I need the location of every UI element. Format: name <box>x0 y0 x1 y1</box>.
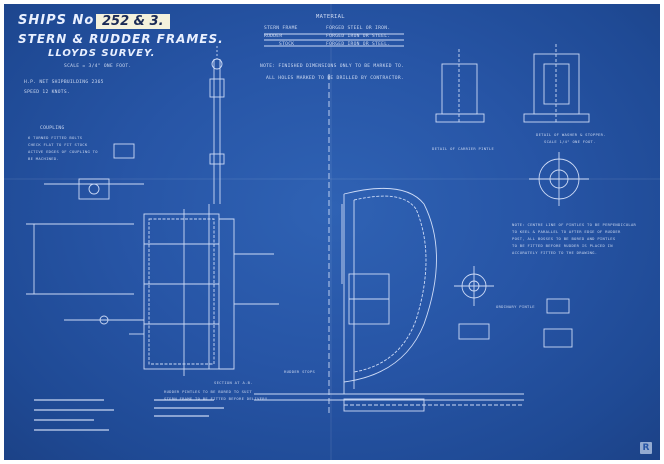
note-right-1: TO KEEL & PARALLEL TO AFTER EDGE OF RUDD… <box>512 229 621 234</box>
section-label: SECTION AT A.B. <box>214 380 253 385</box>
note-finished: NOTE: FINISHED DIMENSIONS ONLY TO BE MAR… <box>260 64 405 69</box>
survey-title: LLOYDS SURVEY. <box>48 48 156 59</box>
fold-line-vertical <box>330 4 332 460</box>
material-row-2-material: FORGED IRON OR STEEL. <box>326 42 391 47</box>
note-right-4: ACCURATELY FITTED TO THE DRAWING. <box>512 250 598 255</box>
fold-line-horizontal <box>4 178 660 180</box>
material-row-1-item: RUDDER <box>264 34 283 39</box>
material-row-0-material: FORGED STEEL OR IRON. <box>326 26 391 31</box>
note-right-3: TO BE FITTED BEFORE RUDDER IS PLACED IN <box>512 243 613 248</box>
watermark-logo-icon: R <box>640 442 652 454</box>
bottom-note-2: STERN FRAME TO BE FITTED BEFORE DELIVERY <box>164 396 268 401</box>
hp-spec: H.P. NET SHIPBUILDING 2365 <box>24 80 104 85</box>
detail-scale-label: SCALE 1/4" ONE FOOT. <box>544 139 596 144</box>
coupling-heading: COUPLING <box>40 126 65 131</box>
material-row-1-material: FORGED IRON OR STEEL. <box>326 34 391 39</box>
coupling-line-1: CHECK FLAT TO FIT STOCK <box>28 142 88 147</box>
technical-drawing <box>26 33 590 431</box>
coupling-line-2: ACTIVE EDGES OF COUPLING TO <box>28 149 98 154</box>
material-row-0-item: STERN FRAME <box>264 26 298 31</box>
ship-number-box: 252 & 3. <box>96 14 170 29</box>
ships-label: SHIPS No <box>18 13 95 28</box>
speed-spec: SPEED 12 KNOTS. <box>24 90 70 95</box>
coupling-line-0: 6 TURNED FITTED BOLTS <box>28 135 83 140</box>
material-row-2-item: STOCK <box>279 42 295 47</box>
ordinary-pintle-label: ORDINARY PINTLE <box>496 304 535 309</box>
note-right-0: NOTE: CENTRE LINE OF PINTLES TO BE PERPE… <box>512 222 637 227</box>
detail-carrier-label: DETAIL OF CARRIER PINTLE <box>432 146 495 151</box>
blueprint-sheet: SHIPS No 252 & 3. STERN & RUDDER FRAMES.… <box>4 4 660 460</box>
drawing-title: STERN & RUDDER FRAMES. <box>18 32 224 46</box>
note-holes: ALL HOLES MARKED TO BE DRILLED BY CONTRA… <box>266 76 404 81</box>
scale-note: SCALE = 3/4" ONE FOOT. <box>64 64 132 69</box>
bottom-note-1: RUDDER PINTLES TO BE BORED TO SUIT <box>164 389 252 394</box>
rudder-stops-label: RUDDER STOPS <box>284 369 316 374</box>
materials-heading: MATERIAL <box>316 14 345 20</box>
detail-washer-label: DETAIL OF WASHER & STOPPER. <box>536 132 606 137</box>
coupling-line-3: BE MACHINED. <box>28 156 60 161</box>
note-right-2: POST, ALL BOSSES TO BE BORED AND PINTLES <box>512 236 616 241</box>
